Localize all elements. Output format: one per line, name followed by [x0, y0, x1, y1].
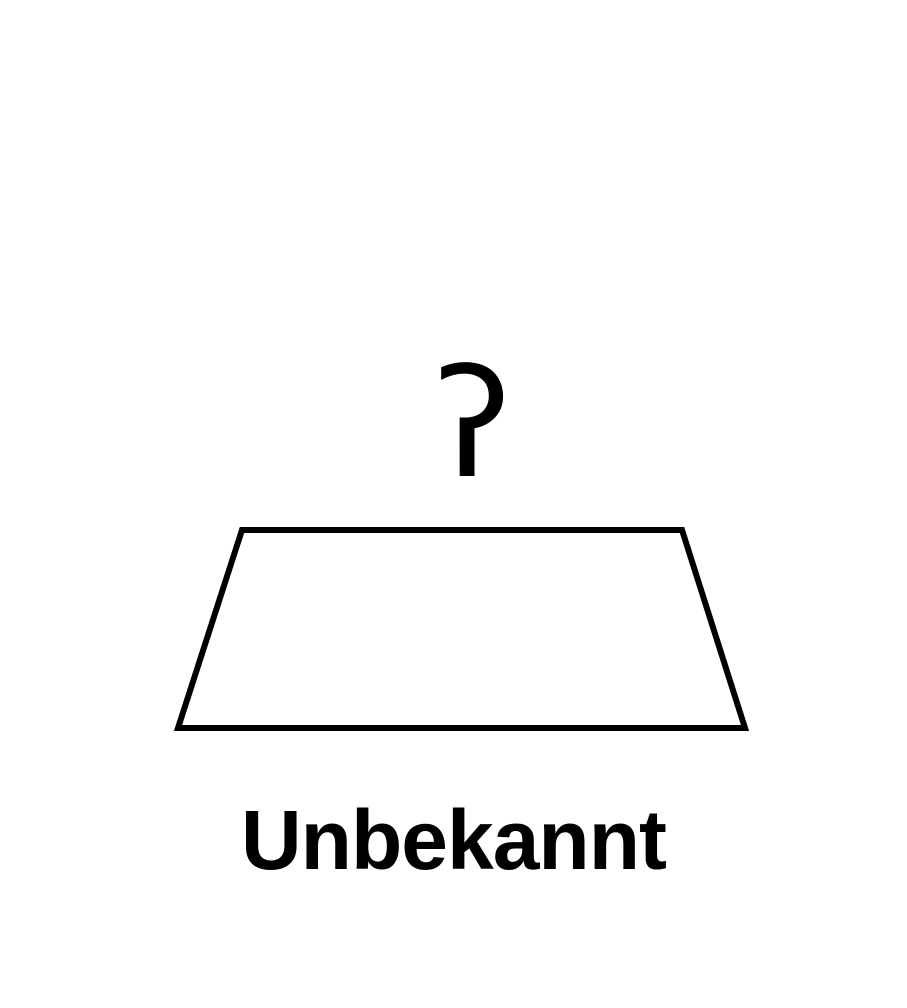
question-mark-icon: ʔ	[434, 338, 512, 512]
shape-caption: Unbekannt	[240, 793, 667, 887]
trapezoid-shape	[173, 527, 750, 731]
